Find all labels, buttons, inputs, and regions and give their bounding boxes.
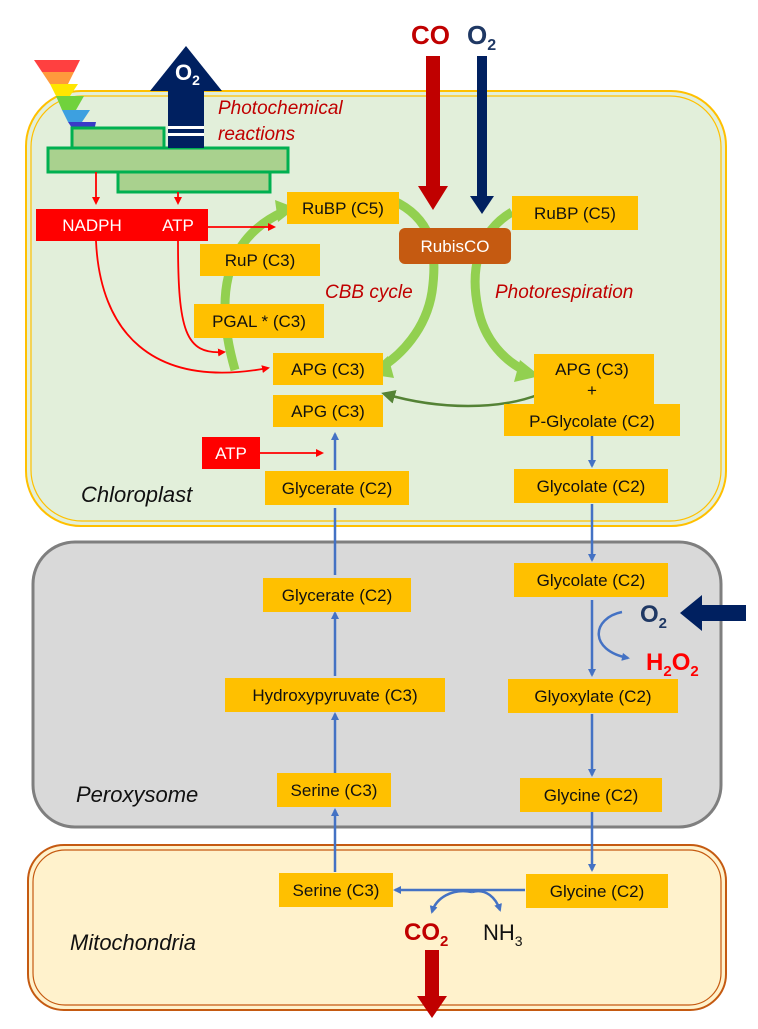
o2-label: O	[467, 20, 487, 50]
svg-text:APG (C3): APG (C3)	[291, 360, 365, 379]
atp-box-top: ATP	[148, 209, 208, 241]
co-label: CO	[411, 20, 450, 50]
apg-recycle-arrow	[381, 390, 541, 408]
atp-top-label: ATP	[162, 216, 194, 235]
mitochondria-region	[27, 844, 727, 1011]
co2-label: CO2	[404, 919, 448, 950]
svg-text:P-Glycolate (C2): P-Glycolate (C2)	[529, 412, 655, 431]
svg-text:RuP (C3): RuP (C3)	[225, 251, 296, 270]
co2-release-arrow	[417, 950, 447, 1018]
mitochondria-label: Mitochondria	[70, 930, 196, 955]
svg-text:Glycolate (C2): Glycolate (C2)	[537, 571, 646, 590]
photochemical-label-2: reactions	[218, 124, 296, 145]
svg-text:RuBP (C5): RuBP (C5)	[534, 204, 616, 223]
o2-release-arrow: O2	[150, 46, 222, 148]
serine-per-box: Serine (C3)	[277, 773, 391, 807]
svg-text:APG (C3): APG (C3)	[555, 360, 629, 379]
hydroxypyruvate-box: Hydroxypyruvate (C3)	[225, 678, 445, 712]
glycine-per-box: Glycine (C2)	[520, 778, 662, 812]
rubisco-label: RubisCO	[421, 237, 490, 256]
svg-text:O2: O2	[640, 601, 667, 632]
apg-pglycolate-box: APG (C3) + P-Glycolate (C2)	[504, 354, 680, 436]
svg-text:+: +	[587, 381, 597, 400]
h2o2-label: H2O2	[646, 649, 699, 680]
svg-text:Glycine (C2): Glycine (C2)	[544, 786, 638, 805]
o2-input: O2	[467, 20, 496, 214]
apg-lower-box: APG (C3)	[273, 395, 383, 427]
glycerate-chl-box: Glycerate (C2)	[265, 471, 409, 505]
rup-box: RuP (C3)	[200, 244, 320, 276]
photochemical-label-1: Photochemical	[218, 98, 343, 119]
rubisco-box: RubisCO	[399, 228, 511, 264]
svg-text:O2: O2	[467, 20, 496, 54]
atp-lower-label: ATP	[215, 444, 247, 463]
nh3-label: NH3	[483, 920, 523, 949]
svg-text:PGAL * (C3): PGAL * (C3)	[212, 312, 306, 331]
svg-text:Hydroxypyruvate (C3): Hydroxypyruvate (C3)	[252, 686, 417, 705]
svg-text:RuBP (C5): RuBP (C5)	[302, 199, 384, 218]
svg-text:Serine (C3): Serine (C3)	[291, 781, 378, 800]
pathway-arrows	[331, 432, 630, 914]
cbb-cycle-label: CBB cycle	[325, 282, 413, 303]
o2-peroxysome-input: O2	[640, 595, 746, 632]
nadph-label: NADPH	[62, 216, 122, 235]
serine-mit-box: Serine (C3)	[279, 873, 393, 907]
o2-peroxysome-label: O	[640, 601, 659, 628]
photorespiration-label: Photorespiration	[495, 282, 633, 303]
pgal-box: PGAL * (C3)	[194, 304, 324, 338]
svg-text:Serine (C3): Serine (C3)	[293, 881, 380, 900]
apg-cycle-box: APG (C3)	[273, 353, 383, 385]
glycolate-per-box: Glycolate (C2)	[514, 563, 668, 597]
rubp-right-box: RuBP (C5)	[512, 196, 638, 230]
svg-text:Glycine (C2): Glycine (C2)	[550, 882, 644, 901]
nadph-box: NADPH	[36, 209, 149, 241]
svg-text:O2: O2	[175, 60, 200, 88]
chloroplast-label: Chloroplast	[81, 482, 193, 507]
svg-text:APG (C3): APG (C3)	[291, 402, 365, 421]
glycine-mit-box: Glycine (C2)	[526, 874, 668, 908]
energy-arrows	[92, 172, 324, 457]
co-input: CO	[411, 20, 450, 210]
glyoxylate-box: Glyoxylate (C2)	[508, 679, 678, 713]
atp-box-lower: ATP	[202, 437, 260, 469]
rubp-left-box: RuBP (C5)	[287, 192, 399, 224]
svg-text:Glycolate (C2): Glycolate (C2)	[537, 477, 646, 496]
svg-text:Glycerate (C2): Glycerate (C2)	[282, 586, 393, 605]
o2-release-label: O	[175, 60, 192, 85]
svg-text:Glyoxylate (C2): Glyoxylate (C2)	[534, 687, 651, 706]
peroxysome-label: Peroxysome	[76, 782, 198, 807]
glycerate-per-box: Glycerate (C2)	[263, 578, 411, 612]
svg-text:Glycerate (C2): Glycerate (C2)	[282, 479, 393, 498]
glycolate-chl-box: Glycolate (C2)	[514, 469, 668, 503]
